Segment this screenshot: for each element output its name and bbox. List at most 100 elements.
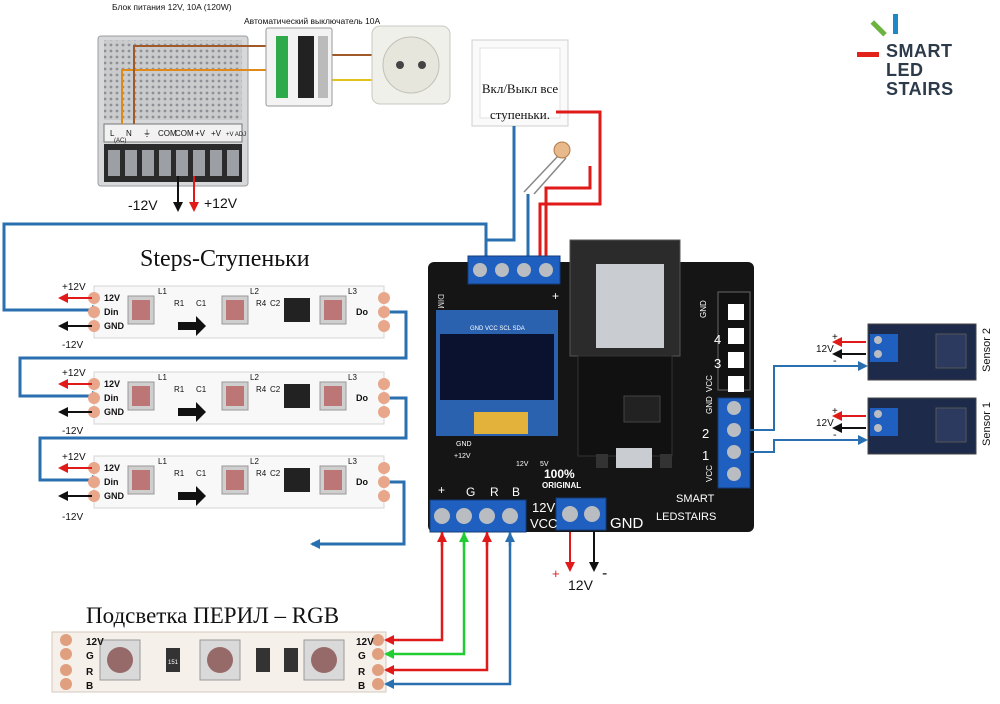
side-bottom-vcc: VCC — [705, 465, 714, 482]
power-input-plus: + — [552, 566, 560, 581]
strip-2-pin-12v: 12V — [104, 379, 120, 389]
strip-3-r4: R4 — [256, 469, 267, 478]
rail-pin-b-out: B — [358, 681, 365, 692]
sensor-2-name: Sensor 2 — [981, 328, 993, 372]
logo-line-led: LED — [886, 60, 924, 80]
rail-pin-r-out: R — [358, 667, 366, 678]
sensor-2-minus: - — [833, 355, 837, 367]
strip-2-pin-gnd: GND — [104, 407, 125, 417]
side-bottom-2: 2 — [702, 426, 709, 441]
rgb-term-g: G — [466, 485, 475, 499]
strip-1-l3: L3 — [348, 287, 357, 296]
strip-1-pin-do: Do — [356, 307, 368, 317]
strip-2-l1: L1 — [158, 373, 167, 382]
logo-line-stairs: STAIRS — [886, 79, 954, 99]
strip-1-pin-gnd: GND — [104, 321, 125, 331]
strip-3-minus: -12V — [62, 512, 83, 523]
sensor-1-name: Sensor 1 — [981, 402, 993, 446]
psu-minus-label: -12V — [128, 197, 158, 213]
sensor-1-minus: - — [833, 429, 837, 441]
psu-ac-label: (AC) — [114, 138, 126, 144]
logo-bar-blue — [893, 14, 898, 34]
strip-2-r1: R1 — [174, 385, 185, 394]
strip-2-c1: C1 — [196, 385, 207, 394]
strip-2-plus: +12V — [62, 368, 86, 379]
circuit-breaker: Автоматический выключатель 10А — [244, 16, 381, 107]
rgb-term-r: R — [490, 485, 499, 499]
strip-3-l3: L3 — [348, 457, 357, 466]
power-term-gnd: GND — [610, 515, 644, 532]
rail-chip-label: 151 — [168, 660, 179, 666]
board-power-plus-mark: + — [552, 289, 559, 303]
psu-plus-label: +12V — [204, 195, 238, 211]
strip-1-pin-din: Din — [104, 307, 119, 317]
power-term-vcc: VCC — [530, 516, 557, 531]
psu-terminal-earth: ⏚ — [143, 129, 151, 138]
side-top-4: 4 — [714, 332, 721, 347]
sensor-2-plus: + — [832, 332, 838, 343]
power-supply: Блок питания 12V, 10A (120W) L N ⏚ COM C… — [97, 2, 372, 213]
brand-logo — [857, 14, 898, 57]
psu-terminal-n: N — [126, 129, 132, 138]
power-input-label: 12V — [568, 577, 594, 593]
psu-terminal-l: L — [110, 129, 115, 138]
power-input: + - 12V — [552, 532, 607, 593]
strip-3-pin-din: Din — [104, 477, 119, 487]
wall-socket — [371, 25, 451, 105]
led-strip-1 — [58, 285, 390, 339]
strip-1-l2: L2 — [250, 287, 259, 296]
strip-2-pin-do: Do — [356, 393, 368, 403]
psu-terminal-adj: +V ADJ — [226, 132, 246, 138]
side-top-3: 3 — [714, 356, 721, 371]
side-bottom-1: 1 — [702, 448, 709, 463]
strip-2-minus: -12V — [62, 426, 83, 437]
sensor-1-voltage: 12V — [816, 418, 834, 429]
sensor-2-voltage: 12V — [816, 344, 834, 355]
psu-caption: Блок питания 12V, 10A (120W) — [112, 2, 232, 12]
strip-1-c1: C1 — [196, 299, 207, 308]
board-marking: DIM — [436, 294, 445, 309]
led-strip-3 — [58, 455, 390, 509]
strip-2-l3: L3 — [348, 373, 357, 382]
side-top-gnd: GND — [699, 300, 708, 318]
wall-switch — [471, 39, 602, 262]
strip-3-c1: C1 — [196, 469, 207, 478]
strip-1-minus: -12V — [62, 340, 83, 351]
side-bottom-gnd: GND — [705, 396, 714, 414]
logo-bar-red — [857, 52, 879, 57]
brand-ledstairs: LEDSTAIRS — [656, 511, 716, 523]
strip-3-l1: L1 — [158, 457, 167, 466]
strip-1-pin-12v: 12V — [104, 293, 120, 303]
rgb-term-b: B — [512, 485, 520, 499]
strip-1-r1: R1 — [174, 299, 185, 308]
psu-terminal-v2: +V — [211, 129, 222, 138]
switch-caption: Вкл/Выкл все ступеньки. — [481, 81, 559, 122]
badge-100: 100% — [544, 467, 575, 481]
sensor-2: 12V + - Sensor 2 — [816, 323, 993, 381]
rail-pin-b: B — [86, 681, 93, 692]
rgb-rail-strip: 151 12V G R B 12V G R B — [51, 631, 387, 693]
board-label-12v: 12V — [516, 461, 529, 468]
steps-wiring — [2, 222, 488, 549]
psu-terminal-com1: COM — [158, 129, 177, 138]
strip-3-r1: R1 — [174, 469, 185, 478]
rail-pin-g: G — [86, 651, 94, 662]
logo-line-smart: SMART — [886, 41, 953, 61]
rail-pin-12v: 12V — [86, 637, 104, 648]
logo-bar-green — [870, 20, 887, 37]
rail-title: Подсветка ПЕРИЛ – RGB — [86, 603, 340, 628]
rail-pin-12v-out: 12V — [356, 637, 374, 648]
strip-2-c2: C2 — [270, 385, 281, 394]
smart-led-stairs-logo: SMART LED STAIRS — [856, 18, 976, 108]
psu-terminal-com2: COM — [175, 129, 194, 138]
power-term-12v: 12V — [532, 500, 555, 515]
psu-terminal-v1: +V — [195, 129, 206, 138]
sensor-1: 12V + - Sensor 1 — [816, 397, 993, 455]
brand-smart: SMART — [676, 493, 715, 505]
strip-1-l1: L1 — [158, 287, 167, 296]
steps-title: Steps-Ступеньки — [140, 246, 310, 272]
strip-2-r4: R4 — [256, 385, 267, 394]
strip-3-pin-do: Do — [356, 477, 368, 487]
